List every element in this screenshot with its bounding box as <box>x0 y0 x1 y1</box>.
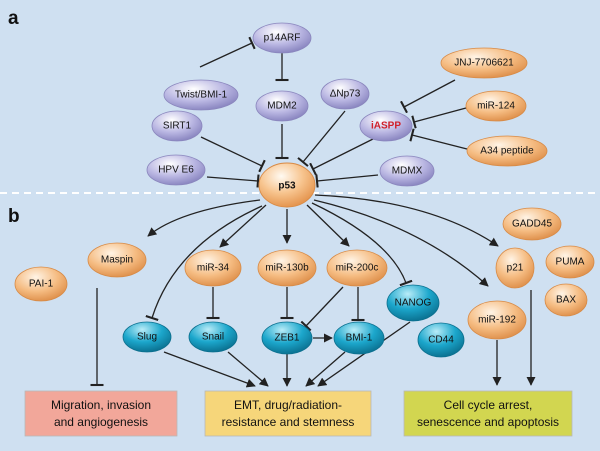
node-cd44: CD44 <box>417 322 465 358</box>
edge-bmi1-emt <box>305 351 346 387</box>
edge-p53-p21 <box>314 194 499 247</box>
node-puma-label: PUMA <box>556 257 585 268</box>
node-bax: BAX <box>544 283 588 317</box>
node-p14arf: p14ARF <box>252 22 312 54</box>
node-iaspp: iASPP <box>359 110 413 142</box>
edge-p53-mir200c <box>306 204 350 247</box>
outcome-cellcycle-line1: Cell cycle arrest, <box>444 398 533 412</box>
edge-jnj-iaspp <box>400 79 456 114</box>
node-puma: PUMA <box>545 245 595 279</box>
outcome-migration-line2: and angiogenesis <box>54 415 148 429</box>
node-jnj-label: JNJ-7706621 <box>454 58 514 69</box>
edge-snail-emt <box>227 351 269 387</box>
node-snail: Snail <box>188 321 238 353</box>
node-p21-label: p21 <box>507 263 524 274</box>
node-zeb1-label: ZEB1 <box>274 333 299 344</box>
node-hpv-e6-label: HPV E6 <box>158 165 194 176</box>
node-pai1-label: PAI-1 <box>29 279 54 290</box>
node-bmi1: BMI-1 <box>333 321 385 355</box>
node-gadd45-label: GADD45 <box>512 219 552 230</box>
node-mir200c: miR-200c <box>326 249 388 287</box>
node-mir200c-label: miR-200c <box>336 263 379 274</box>
edge-mdmx-p53 <box>315 174 379 188</box>
node-mir34: miR-34 <box>184 249 242 287</box>
node-cd44-label: CD44 <box>428 335 454 346</box>
node-p53-label: p53 <box>278 181 296 192</box>
node-mdmx: MDMX <box>379 155 435 187</box>
edge-iaspp-p53 <box>309 137 376 176</box>
node-mir130b: miR-130b <box>257 249 317 287</box>
node-pai1: PAI-1 <box>14 266 68 302</box>
node-mdm2-label: MDM2 <box>267 101 297 112</box>
node-bax-label: BAX <box>556 295 576 306</box>
edge-p53-mir192 <box>313 199 489 287</box>
edge-p53-nanog <box>311 202 413 287</box>
edge-p53-maspin <box>147 199 261 237</box>
node-zeb1: ZEB1 <box>261 321 313 355</box>
edge-p53-slug <box>145 205 263 321</box>
node-mir124-label: miR-124 <box>477 101 515 112</box>
node-mir130b-label: miR-130b <box>265 263 309 274</box>
node-p53: p53 <box>258 162 316 208</box>
node-mir192: miR-192 <box>467 300 527 340</box>
outcome-emt-box: EMT, drug/radiation- resistance and stem… <box>204 390 372 437</box>
node-bmi1-label: BMI-1 <box>346 333 373 344</box>
node-twist-bmi1: Twist/BMI-1 <box>163 79 239 111</box>
panel-b-edges <box>90 194 536 388</box>
outcome-emt-line1: EMT, drug/radiation- <box>234 398 342 412</box>
node-slug: Slug <box>122 321 172 353</box>
edge-slug-emt <box>163 351 256 388</box>
node-mir34-label: miR-34 <box>197 263 230 274</box>
edge-hpv-p53 <box>206 174 260 188</box>
node-twist-bmi1-label: Twist/BMI-1 <box>175 90 228 101</box>
node-nanog-label: NANOG <box>395 298 432 309</box>
node-mir124: miR-124 <box>465 90 527 122</box>
panel-label-a: a <box>8 8 19 29</box>
node-slug-label: Slug <box>137 332 157 343</box>
node-sirt1: SIRT1 <box>151 110 203 142</box>
node-a34-label: A34 peptide <box>480 146 534 157</box>
edge-dnp73-p53 <box>297 110 346 167</box>
edge-mir124-iaspp <box>411 107 467 129</box>
node-nanog: NANOG <box>386 284 440 322</box>
node-mdm2: MDM2 <box>255 90 309 122</box>
outcome-cellcycle-line2: senescence and apoptosis <box>417 415 559 429</box>
node-mir192-label: miR-192 <box>478 315 516 326</box>
node-jnj: JNJ-7706621 <box>440 47 528 79</box>
outcome-emt-line2: resistance and stemness <box>222 415 355 429</box>
node-maspin: Maspin <box>87 242 147 278</box>
edge-twist-p14arf <box>199 36 256 68</box>
node-sirt1-label: SIRT1 <box>163 121 192 132</box>
outcome-cellcycle-box: Cell cycle arrest, senescence and apopto… <box>403 390 573 437</box>
node-a34: A34 peptide <box>466 135 548 167</box>
edge-p53-mir34 <box>219 204 267 248</box>
node-dnp73: ΔNp73 <box>320 78 370 110</box>
outcome-migration-line1: Migration, invasion <box>51 398 151 412</box>
node-snail-label: Snail <box>202 332 224 343</box>
node-p14arf-label: p14ARF <box>264 33 301 44</box>
node-dnp73-label: ΔNp73 <box>330 89 361 100</box>
panel-label-b: b <box>8 206 20 227</box>
node-hpv-e6: HPV E6 <box>146 154 206 186</box>
panel-a-edges <box>199 36 468 188</box>
outcome-migration-box: Migration, invasion and angiogenesis <box>24 390 178 437</box>
node-p21: p21 <box>495 247 535 289</box>
node-gadd45: GADD45 <box>502 207 562 241</box>
node-maspin-label: Maspin <box>101 255 133 266</box>
edge-a34-iaspp <box>409 128 468 150</box>
node-mdmx-label: MDMX <box>392 166 423 177</box>
edge-sirt1-p53 <box>200 136 266 173</box>
node-iaspp-label: iASPP <box>371 121 401 132</box>
edge-mir200c-zeb1 <box>300 286 344 332</box>
